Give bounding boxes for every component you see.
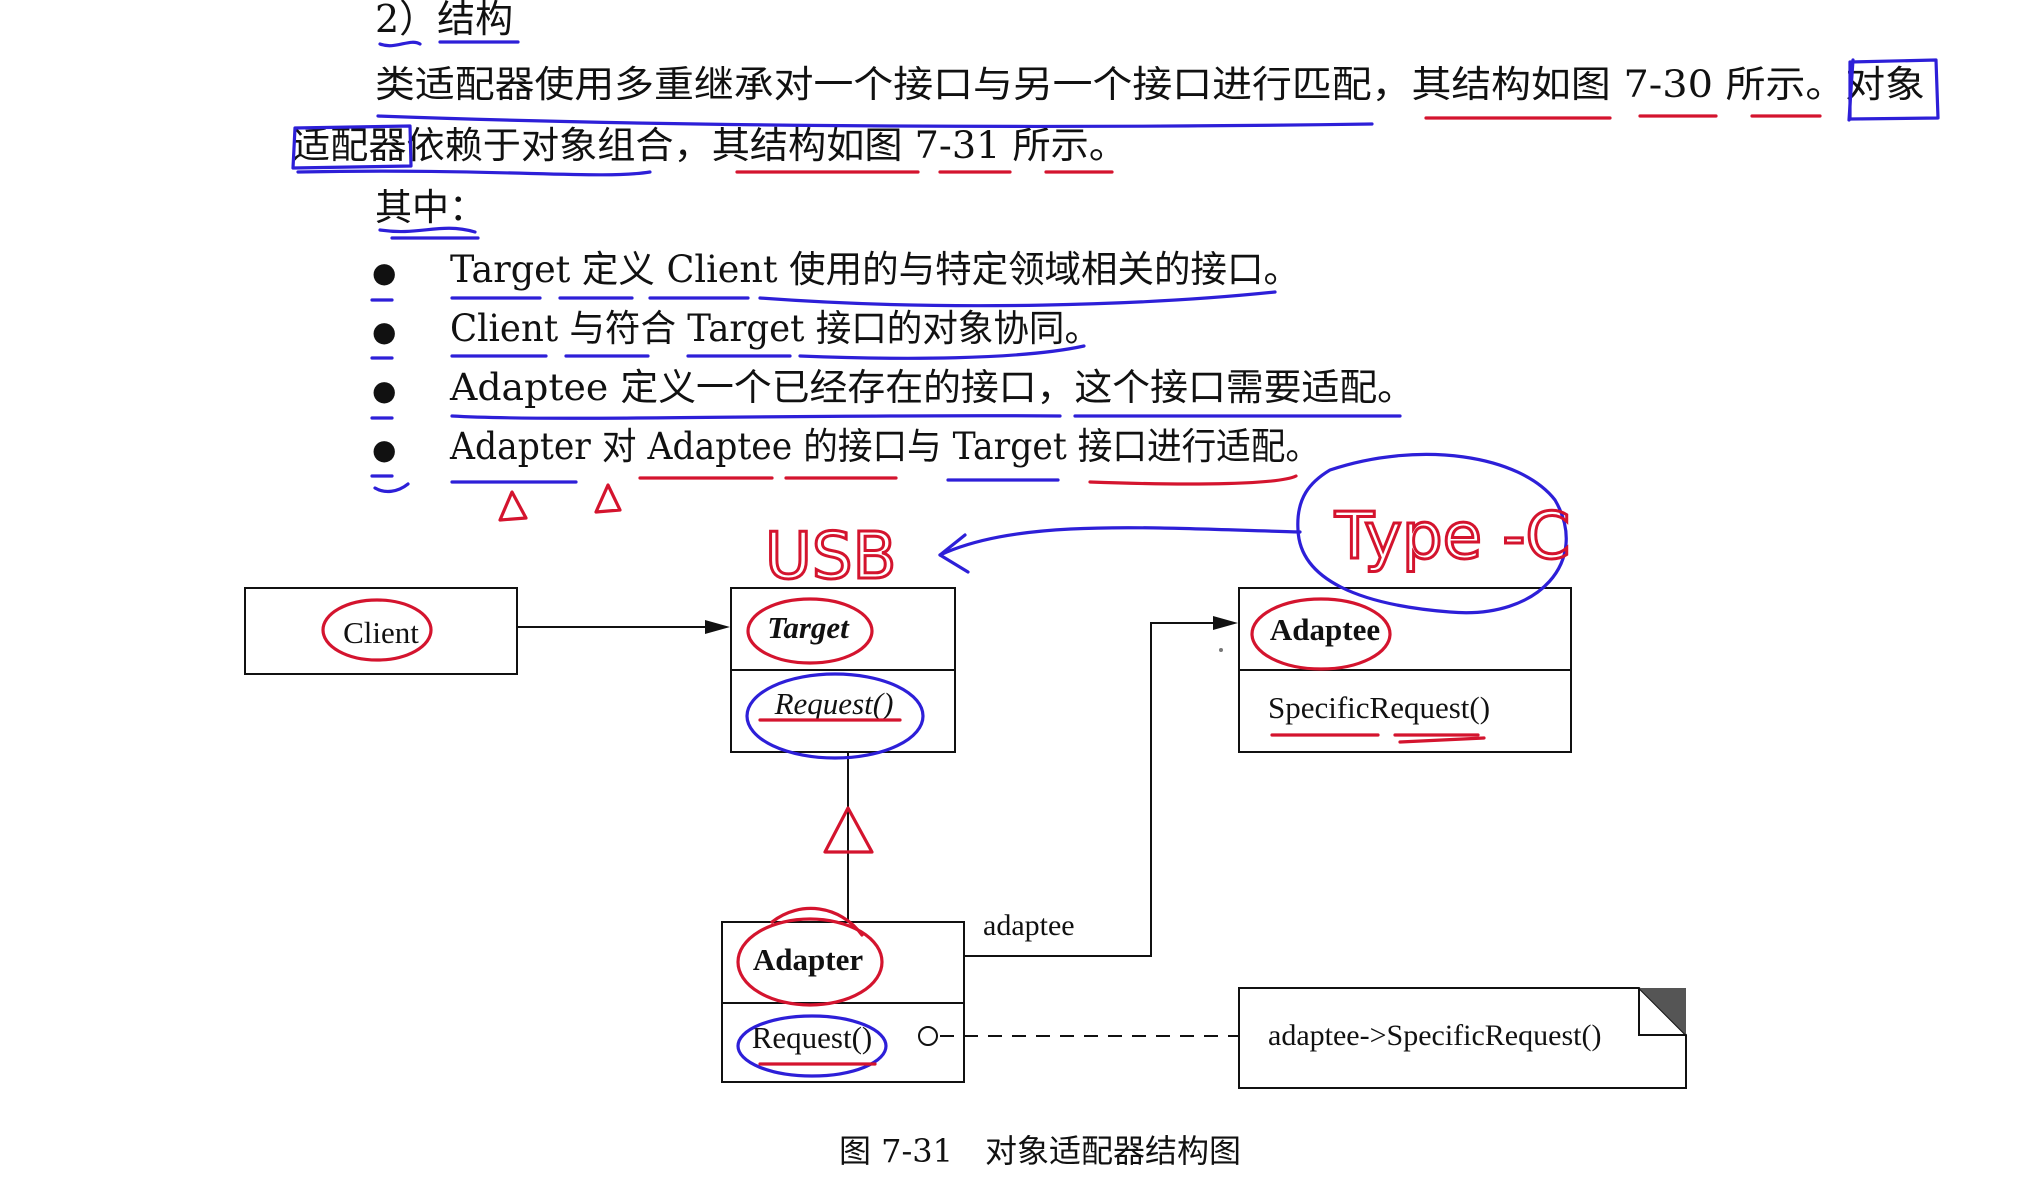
pen-underline [1088, 474, 1298, 486]
bullet-item: Adapter 对 Adaptee 的接口与 Target 接口进行适配。 [449, 425, 1320, 468]
note-fold-edge [1638, 988, 1686, 1036]
pen-circle [1296, 452, 1568, 615]
arrowhead-icon [1213, 616, 1238, 630]
adapter-operation: Request() [752, 1020, 873, 1055]
pen-circle [1250, 597, 1392, 671]
pen-underline [450, 414, 1062, 420]
pen-box [1847, 58, 1855, 122]
note-text: adaptee->SpecificRequest() [1268, 1019, 1601, 1052]
arrowhead-icon [705, 620, 730, 634]
pen-triangle-icon [498, 490, 528, 522]
adaptee-operation: SpecificRequest() [1268, 690, 1490, 725]
adapter-class-name: Adapter [753, 942, 863, 977]
figure-caption: 图 7-31 对象适配器结构图 [839, 1132, 1241, 1170]
pen-underline [758, 290, 1277, 308]
pen-arrowhead-icon [938, 533, 970, 574]
pen-hook [373, 482, 410, 494]
bullet-marker: ● [372, 433, 396, 466]
pen-underline [798, 344, 1086, 360]
uml-diagram: Client Target Request() Adaptee Specific… [244, 587, 1687, 1170]
bullet-item: Client 与符合 Target 接口的对象协同。 [450, 307, 1100, 350]
pen-circle [736, 1014, 888, 1078]
pen-scribble [770, 906, 864, 937]
target-operation: Request() [774, 686, 894, 721]
association-line [964, 622, 1220, 957]
bullet-marker: ● [372, 256, 396, 289]
bullet-item: Adaptee 定义一个已经存在的接口，这个接口需要适配。 [449, 366, 1415, 409]
bullet-list: ● Target 定义 Client 使用的与特定领域相关的接口。 ● Clie… [372, 248, 1415, 468]
pen-underline [378, 226, 477, 234]
bullet-item: Target 定义 Client 使用的与特定领域相关的接口。 [450, 248, 1300, 291]
paragraph-line-2: 适配器依赖于对象组合，其结构如图 7-31 所示。 [292, 124, 1127, 167]
paragraph-intro: 其中： [375, 186, 486, 229]
pen-circle [745, 672, 925, 760]
handwritten-type-c: Type -C [1334, 500, 1570, 574]
bullet-marker: ● [372, 374, 396, 407]
adaptee-class-name: Adaptee [1270, 612, 1380, 647]
association-label: adaptee [983, 909, 1075, 942]
client-class-name: Client [343, 615, 419, 650]
target-class-name: Target [767, 610, 850, 645]
pen-circle [736, 917, 884, 1007]
pen-underline [378, 40, 422, 48]
pen-underline [296, 169, 652, 177]
pen-triangle-icon [823, 806, 874, 854]
pen-circle [746, 597, 874, 665]
pen-box [291, 124, 413, 170]
pen-underline [376, 114, 1374, 128]
handwriting-annotations: USB Type -C [291, 40, 1940, 1078]
pen-circle [321, 598, 433, 662]
note-fold-icon [1639, 988, 1686, 1035]
pen-triangle-icon [594, 483, 622, 514]
paragraph-line-1: 类适配器使用多重继承对一个接口与另一个接口进行匹配，其结构如图 7-30 所示。… [375, 63, 1925, 106]
section-heading: 2）结构 [375, 0, 513, 41]
pen-underline [1398, 736, 1486, 744]
stray-dot [1219, 648, 1223, 652]
pen-arrow [938, 526, 1302, 557]
bullet-marker: ● [372, 315, 396, 348]
handwritten-usb: USB [765, 520, 896, 594]
note-box [1238, 987, 1687, 1089]
note-anchor-icon [918, 1026, 938, 1046]
